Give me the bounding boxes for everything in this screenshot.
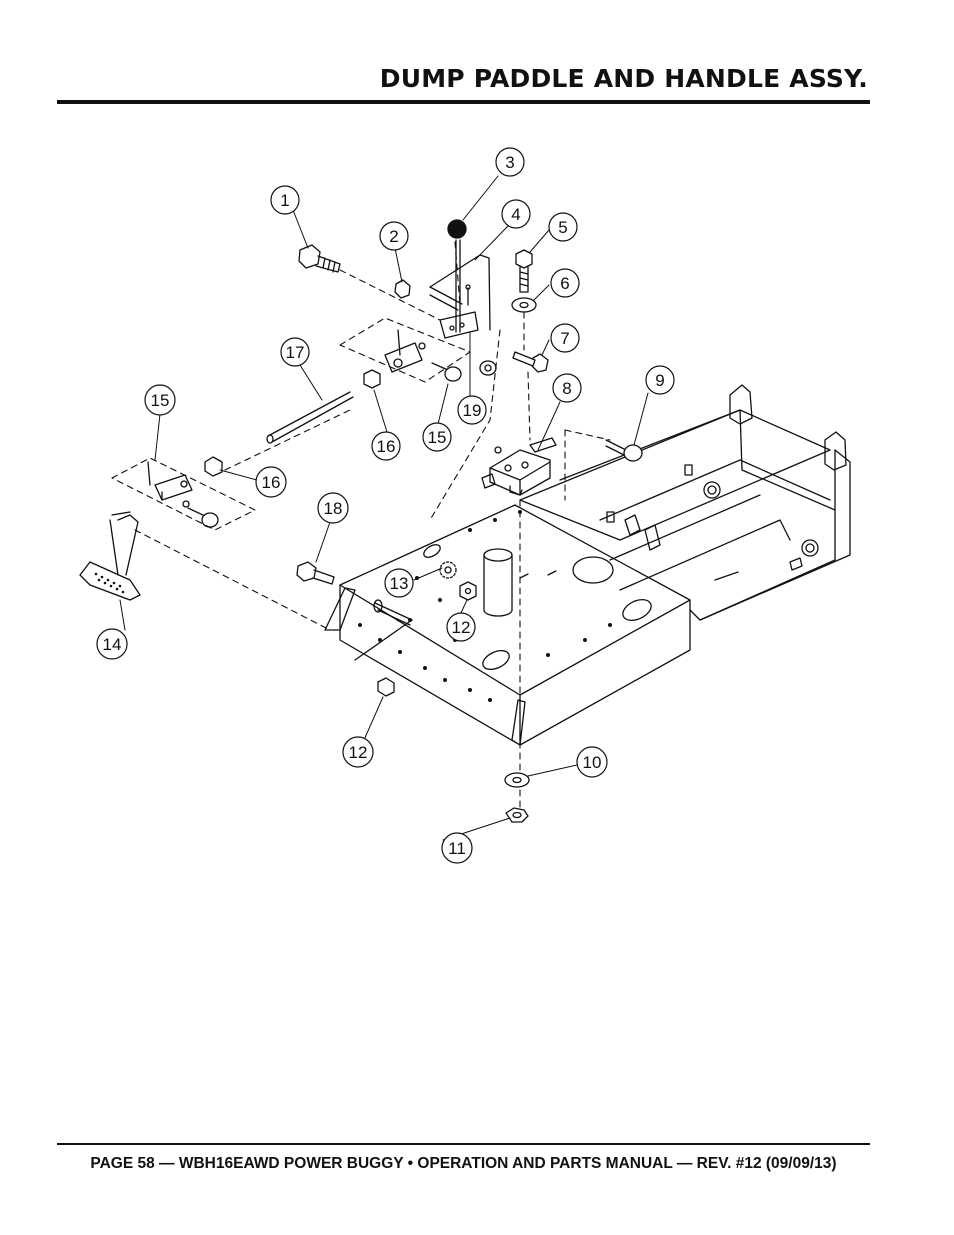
part-3-handle-knob [447, 219, 467, 239]
svg-text:16: 16 [262, 473, 281, 492]
part-19-spacer [479, 360, 497, 376]
part-14-dump-paddle [79, 511, 141, 601]
part-11-nut [505, 807, 529, 823]
leader-lines [119, 175, 649, 841]
callout-2: 2 [379, 221, 409, 251]
part-4-handle-bracket [429, 239, 491, 339]
callout-9: 9 [645, 365, 675, 395]
callout-12-upper: 12 [446, 612, 476, 642]
page-title: DUMP PADDLE AND HANDLE ASSY. [379, 64, 868, 93]
svg-text:12: 12 [349, 743, 368, 762]
callout-18: 18 [317, 492, 349, 524]
dump-tray [324, 504, 691, 746]
part-17-threaded-rod [266, 391, 354, 444]
part-16-nut-left [204, 456, 223, 477]
svg-text:19: 19 [463, 401, 482, 420]
part-16-nut-right [363, 369, 381, 389]
svg-text:1: 1 [280, 191, 289, 210]
callout-14: 14 [96, 628, 128, 660]
svg-text:16: 16 [377, 437, 396, 456]
part-7-bolt [512, 351, 549, 373]
callout-19: 19 [457, 395, 487, 425]
callout-4: 4 [501, 199, 531, 229]
callout-labels: 1 2 3 4 5 6 7 8 9 10 11 12 12 13 14 15 1… [96, 147, 675, 864]
svg-text:5: 5 [558, 218, 567, 237]
svg-text:10: 10 [583, 753, 602, 772]
svg-text:14: 14 [103, 635, 122, 654]
callout-5: 5 [548, 212, 578, 242]
callout-17: 17 [280, 337, 310, 367]
svg-text:4: 4 [511, 205, 520, 224]
callout-13: 13 [384, 568, 414, 598]
page-footer: PAGE 58 — WBH16EAWD POWER BUGGY • OPERAT… [90, 1155, 837, 1172]
svg-text:17: 17 [286, 343, 305, 362]
svg-text:18: 18 [324, 499, 343, 518]
part-12-nut-upper [459, 581, 477, 601]
svg-text:13: 13 [390, 574, 409, 593]
callout-15-right: 15 [422, 422, 452, 452]
part-15-clevis-left [147, 461, 219, 528]
callout-10: 10 [576, 746, 608, 778]
callout-3: 3 [495, 147, 525, 177]
callout-16-left: 16 [255, 466, 287, 498]
svg-text:15: 15 [428, 428, 447, 447]
part-9-pin [605, 439, 643, 462]
callout-8: 8 [552, 373, 582, 403]
footer-rule [57, 1143, 870, 1145]
part-8-latch-block [481, 437, 557, 496]
part-10-washer [504, 772, 530, 788]
svg-text:15: 15 [151, 391, 170, 410]
svg-text:3: 3 [505, 153, 514, 172]
part-12-nut-lower [377, 677, 395, 697]
part-1-bolt [298, 244, 341, 273]
callout-11: 11 [441, 832, 473, 864]
callout-7: 7 [550, 323, 580, 353]
assembly-lines [111, 241, 611, 809]
callout-12-lower: 12 [342, 736, 374, 768]
svg-text:7: 7 [560, 329, 569, 348]
part-15-clevis-right [384, 329, 462, 382]
chassis-frame [519, 384, 851, 621]
part-2-nut [394, 279, 411, 299]
svg-text:6: 6 [560, 274, 569, 293]
callout-6: 6 [550, 268, 580, 298]
part-6-washer [511, 297, 537, 313]
part-13-star-washer [439, 561, 457, 579]
svg-text:11: 11 [448, 839, 466, 858]
svg-text:2: 2 [389, 227, 398, 246]
svg-text:12: 12 [452, 618, 471, 637]
header-rule [57, 100, 870, 104]
callout-15-left: 15 [144, 384, 176, 416]
part-18-bolt [296, 561, 335, 585]
svg-text:8: 8 [562, 379, 571, 398]
callout-16-right: 16 [371, 431, 401, 461]
part-5-bolt [515, 249, 533, 293]
svg-text:9: 9 [655, 371, 664, 390]
callout-1: 1 [270, 185, 300, 215]
